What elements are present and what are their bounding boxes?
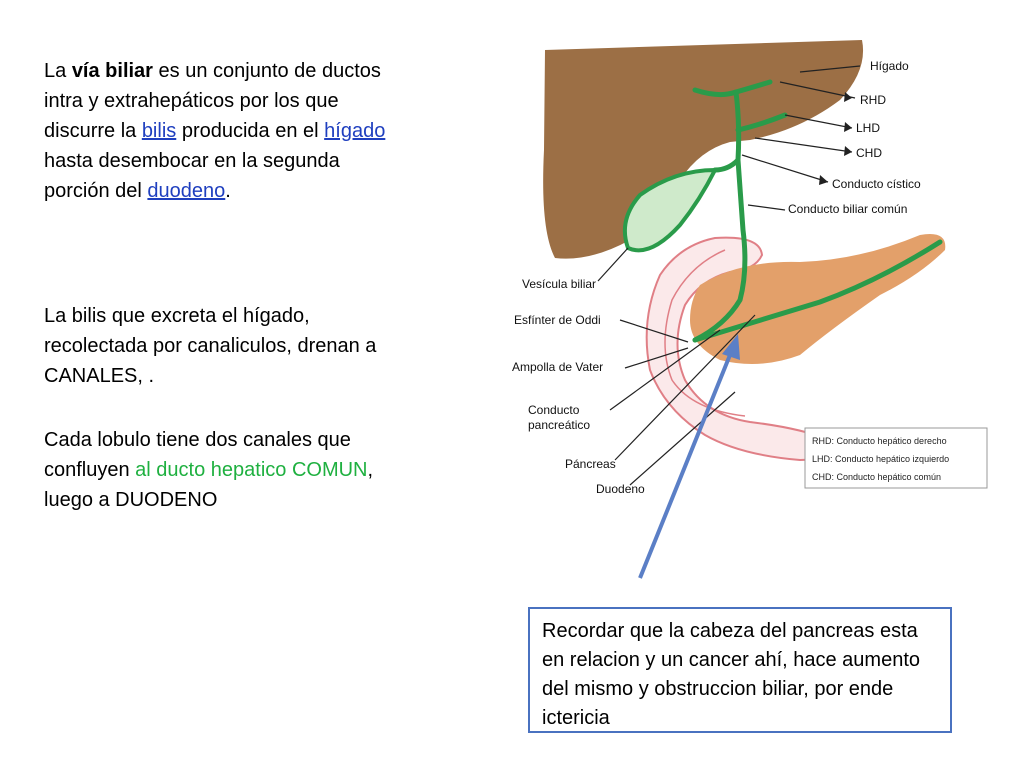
bold-term-via-biliar: vía biliar bbox=[71, 60, 153, 82]
legend-box bbox=[804, 427, 988, 489]
label-esfinter-oddi: Esfínter de Oddi bbox=[514, 313, 601, 327]
link-higado[interactable]: hígado bbox=[324, 120, 386, 142]
duodenum-inner-line bbox=[664, 249, 746, 417]
legend-rhd: RHD: Conducto hepático derecho bbox=[812, 436, 947, 446]
link-duodeno[interactable]: duodeno bbox=[147, 180, 226, 202]
text-segment: Cada lobulo tiene dos canales que conflu… bbox=[44, 429, 351, 481]
label-conducto-pancreatico-1: Conducto bbox=[528, 403, 580, 417]
label-duodeno: Duodeno bbox=[596, 482, 645, 496]
text-segment: . bbox=[225, 180, 231, 202]
text-segment: La bbox=[44, 60, 72, 82]
legend-chd: CHD: Conducto hepático común bbox=[812, 472, 941, 482]
label-conducto-cistico: Conducto cístico bbox=[832, 177, 921, 191]
label-vesicula-biliar: Vesícula biliar bbox=[522, 277, 596, 291]
paragraph-bilis-canales: La bilis que excreta el hígado, recolect… bbox=[44, 305, 377, 387]
biliary-anatomy-diagram: Hígado RHD LHD CHD Conducto cístico Cond… bbox=[512, 40, 988, 496]
text-segment: producida en el bbox=[176, 120, 325, 142]
leader-arrowheads bbox=[819, 92, 852, 185]
label-conducto-pancreatico-2: pancreático bbox=[528, 418, 590, 432]
text-segment: , luego a DUODENO bbox=[44, 459, 374, 511]
label-rhd: RHD bbox=[860, 93, 886, 107]
label-lhd: LHD bbox=[856, 121, 880, 135]
label-pancreas: Páncreas bbox=[565, 457, 616, 471]
bile-ducts bbox=[692, 79, 943, 343]
text-segment: es un conjunto de ductos intra y extrahe… bbox=[44, 60, 381, 142]
label-higado: Hígado bbox=[870, 59, 909, 73]
label-ampolla-vater: Ampolla de Vater bbox=[512, 360, 603, 374]
label-chd: CHD bbox=[856, 146, 882, 160]
paragraph-via-biliar: La vía biliar es un conjunto de ductos i… bbox=[44, 56, 404, 206]
highlight-ducto-hepatico: al ducto hepatico COMUN bbox=[135, 459, 368, 481]
link-bilis[interactable]: bilis bbox=[141, 120, 177, 142]
note-box: Recordar que la cabeza del pancreas esta… bbox=[528, 607, 952, 733]
text-segment: hasta desembocar en la segunda porción d… bbox=[44, 150, 340, 202]
pointer-arrow bbox=[638, 334, 740, 579]
pancreas-shape bbox=[690, 234, 946, 364]
paragraph-lobulo: Cada lobulo tiene dos canales que conflu… bbox=[44, 425, 414, 515]
liver-shape bbox=[543, 40, 864, 259]
legend-lhd: LHD: Conducto hepático izquierdo bbox=[812, 454, 949, 464]
label-conducto-biliar-comun: Conducto biliar común bbox=[788, 202, 907, 216]
pointer-arrow-head bbox=[722, 334, 740, 360]
pointer-arrow-shaft bbox=[638, 349, 734, 579]
leader-lines bbox=[597, 65, 861, 486]
